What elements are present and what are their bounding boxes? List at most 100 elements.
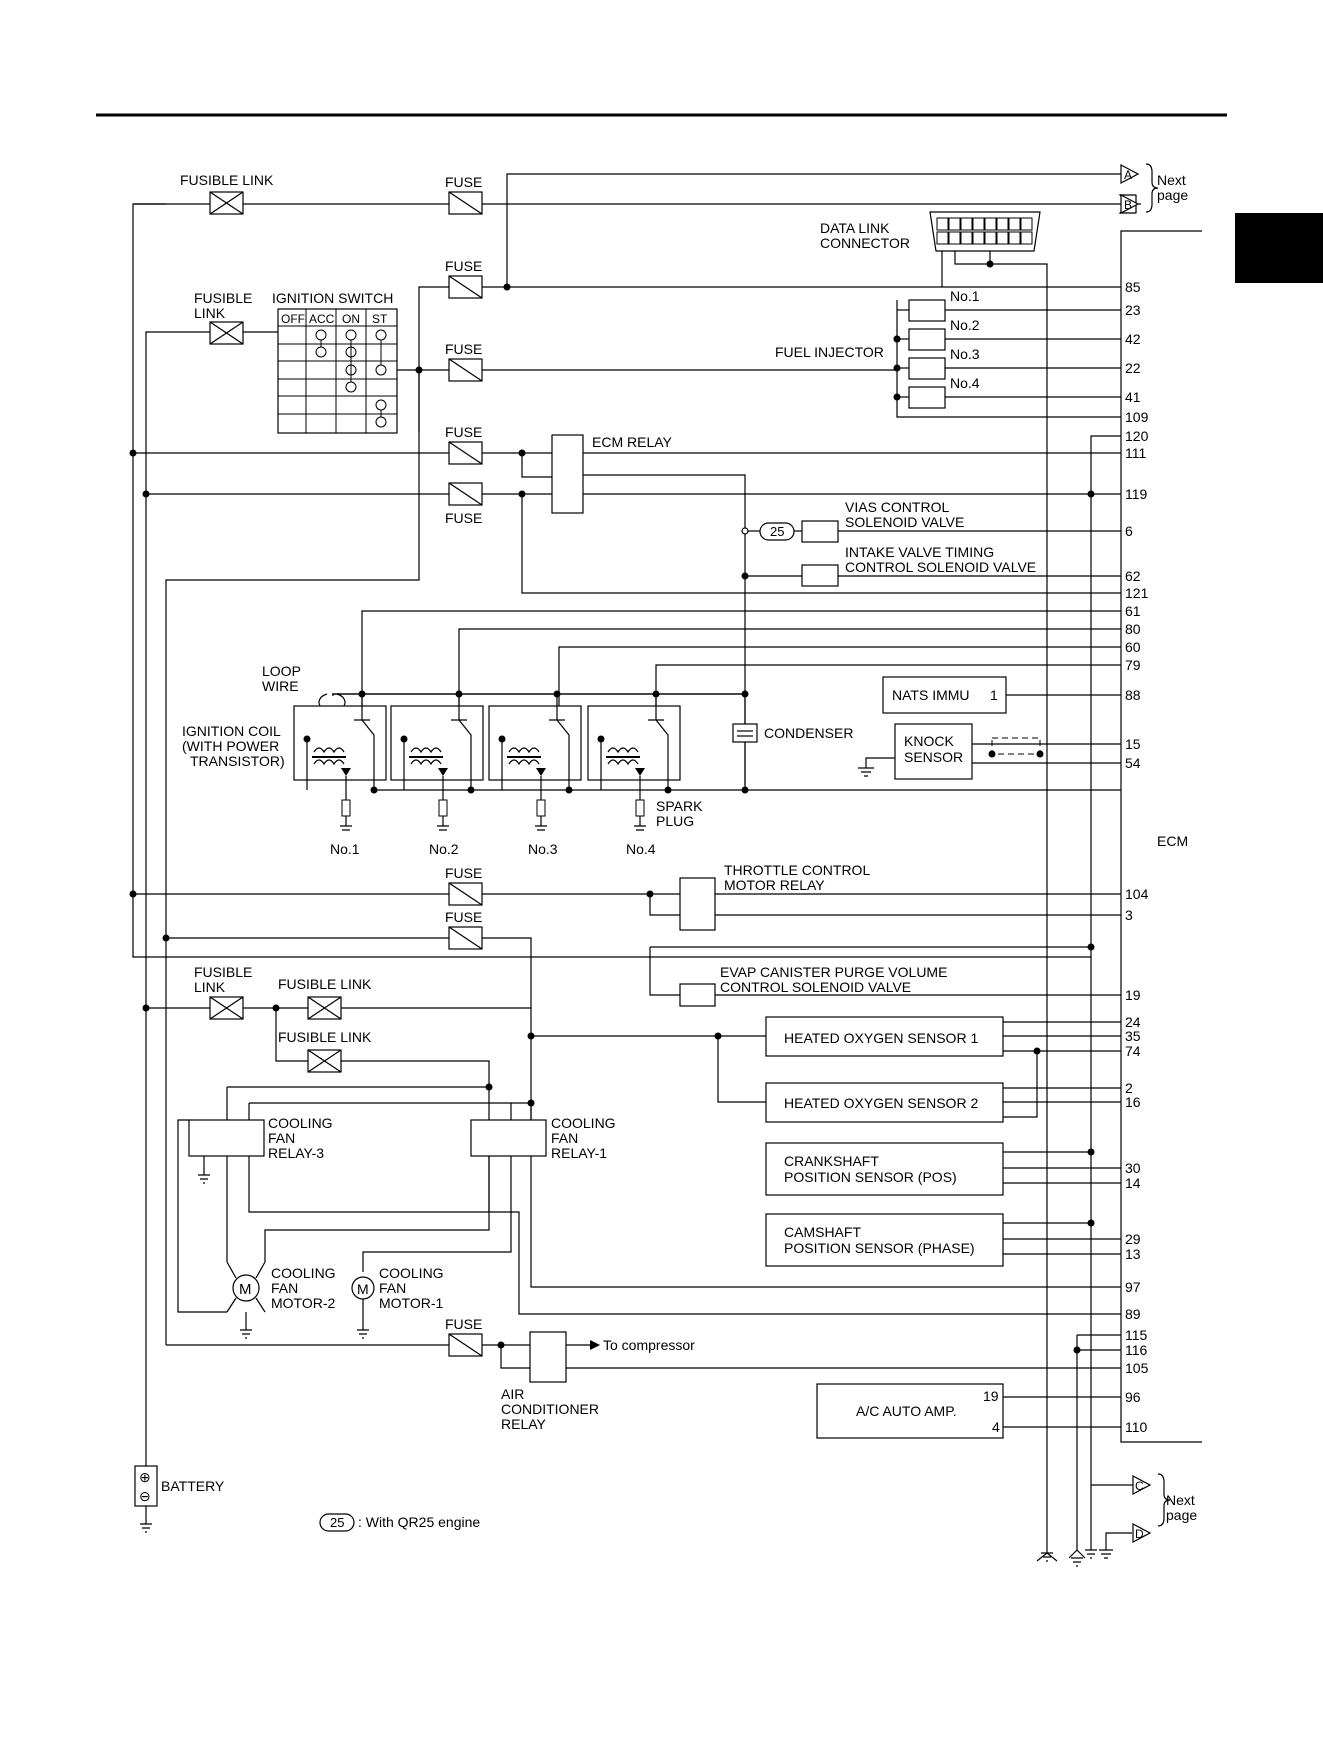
svg-text:PLUG: PLUG xyxy=(656,813,694,829)
svg-text:CONDENSER: CONDENSER xyxy=(764,725,853,741)
svg-text:FAN: FAN xyxy=(271,1280,298,1296)
svg-text:A/C AUTO AMP.: A/C AUTO AMP. xyxy=(856,1403,957,1419)
ignition-coil-1 xyxy=(293,705,387,781)
ecm-pin-54: 54 xyxy=(1125,755,1141,771)
ecm-pin-30: 30 xyxy=(1125,1160,1141,1176)
knock-sensor xyxy=(894,723,973,780)
svg-text:CONNECTOR: CONNECTOR xyxy=(820,235,910,251)
ecm-pin-19: 19 xyxy=(1125,987,1141,1003)
svg-text:FUSIBLE LINK: FUSIBLE LINK xyxy=(278,976,372,992)
svg-text:1: 1 xyxy=(990,687,998,703)
svg-text:FUSE: FUSE xyxy=(445,424,482,440)
svg-text:ECM RELAY: ECM RELAY xyxy=(592,434,673,450)
svg-text:A: A xyxy=(1124,168,1132,182)
svg-text:LINK: LINK xyxy=(194,979,226,995)
ignition-coil-2 xyxy=(390,705,484,781)
svg-text:No.3: No.3 xyxy=(528,841,558,857)
ecm-pin-3: 3 xyxy=(1125,907,1133,923)
svg-text:M: M xyxy=(357,1281,369,1297)
svg-text:CONTROL SOLENOID VALVE: CONTROL SOLENOID VALVE xyxy=(845,559,1036,575)
ecm-pin-13: 13 xyxy=(1125,1246,1141,1262)
ecm-pin-97: 97 xyxy=(1125,1279,1141,1295)
ecm-pin-80: 80 xyxy=(1125,621,1141,637)
svg-text:No.4: No.4 xyxy=(950,375,980,391)
cooling-fan-relay-1 xyxy=(470,1119,547,1157)
svg-text:SOLENOID VALVE: SOLENOID VALVE xyxy=(845,514,964,530)
svg-text:No.2: No.2 xyxy=(950,317,980,333)
ignition-coil-3 xyxy=(488,705,582,781)
svg-text:COOLING: COOLING xyxy=(268,1115,333,1131)
svg-text:AIR: AIR xyxy=(501,1386,524,1402)
svg-text:RELAY-1: RELAY-1 xyxy=(551,1145,607,1161)
cooling-fan-motor-2 xyxy=(232,1274,260,1302)
page-tab xyxy=(1235,213,1323,283)
svg-text:CRANKSHAFT: CRANKSHAFT xyxy=(784,1153,879,1169)
svg-text:THROTTLE CONTROL: THROTTLE CONTROL xyxy=(724,862,870,878)
svg-text:FUSIBLE: FUSIBLE xyxy=(194,290,252,306)
svg-text:No.1: No.1 xyxy=(330,841,360,857)
svg-text:No.3: No.3 xyxy=(950,346,980,362)
svg-text:MOTOR-1: MOTOR-1 xyxy=(379,1295,444,1311)
ecm-pin-42: 42 xyxy=(1125,331,1141,347)
svg-text:To compressor: To compressor xyxy=(603,1337,695,1353)
svg-text:FAN: FAN xyxy=(379,1280,406,1296)
svg-text:MOTOR-2: MOTOR-2 xyxy=(271,1295,336,1311)
svg-text:EVAP CANISTER PURGE VOLUME: EVAP CANISTER PURGE VOLUME xyxy=(720,964,947,980)
svg-text:M: M xyxy=(239,1281,252,1298)
evap-canister-purge-valve xyxy=(679,983,716,1007)
svg-text:FUSE: FUSE xyxy=(445,909,482,925)
fusible-link-main-label: FUSIBLE LINK xyxy=(180,172,274,188)
svg-text:No.2: No.2 xyxy=(429,841,459,857)
heated-oxygen-sensor-1 xyxy=(765,1016,1004,1057)
svg-text:CAMSHAFT: CAMSHAFT xyxy=(784,1224,861,1240)
svg-text:B: B xyxy=(1124,198,1132,212)
svg-text:WIRE: WIRE xyxy=(262,678,299,694)
svg-text:25: 25 xyxy=(770,524,784,539)
svg-text:OFF: OFF xyxy=(281,312,305,326)
svg-text:LOOP: LOOP xyxy=(262,663,301,679)
svg-text:MOTOR RELAY: MOTOR RELAY xyxy=(724,877,825,893)
svg-text:page: page xyxy=(1157,187,1188,203)
ecm-pin-23: 23 xyxy=(1125,302,1141,318)
ecm-pin-16: 16 xyxy=(1125,1094,1141,1110)
condenser xyxy=(732,723,758,743)
svg-text:(WITH POWER: (WITH POWER xyxy=(182,738,279,754)
svg-text:COOLING: COOLING xyxy=(379,1265,444,1281)
fuel-injector-4 xyxy=(908,386,946,409)
ecm-pin-88: 88 xyxy=(1125,687,1141,703)
legend-badge xyxy=(319,1513,355,1532)
svg-text:RELAY: RELAY xyxy=(501,1416,547,1432)
svg-text:NATS IMMU: NATS IMMU xyxy=(892,687,970,703)
svg-text:CONDITIONER: CONDITIONER xyxy=(501,1401,599,1417)
svg-text:⊖: ⊖ xyxy=(139,1488,151,1504)
svg-text:FUEL INJECTOR: FUEL INJECTOR xyxy=(775,344,884,360)
ecm-pin-35: 35 xyxy=(1125,1028,1141,1044)
svg-text:ON: ON xyxy=(342,312,360,326)
ecm-pin-6: 6 xyxy=(1125,523,1133,539)
svg-text:IGNITION SWITCH: IGNITION SWITCH xyxy=(272,290,393,306)
svg-text:KNOCK: KNOCK xyxy=(904,733,954,749)
svg-text:COOLING: COOLING xyxy=(551,1115,616,1131)
ecm-pin-60: 60 xyxy=(1125,639,1141,655)
fuel-injector-1 xyxy=(908,299,946,322)
ecm-pin-24: 24 xyxy=(1125,1014,1141,1030)
svg-text:FUSE: FUSE xyxy=(445,258,482,274)
ecm-pin-119: 119 xyxy=(1125,486,1148,502)
svg-text:No.4: No.4 xyxy=(626,841,656,857)
svg-text:D: D xyxy=(1135,1527,1144,1541)
svg-text:FUSE: FUSE xyxy=(445,341,482,357)
svg-text:SENSOR: SENSOR xyxy=(904,749,963,765)
svg-text:FUSIBLE LINK: FUSIBLE LINK xyxy=(278,1029,372,1045)
svg-text:No.1: No.1 xyxy=(950,288,980,304)
svg-text:DATA LINK: DATA LINK xyxy=(820,220,890,236)
svg-text:ACC: ACC xyxy=(309,312,335,326)
svg-text:⊕: ⊕ xyxy=(139,1469,151,1485)
ecm-pin-41: 41 xyxy=(1125,389,1141,405)
ecm-pin-74: 74 xyxy=(1125,1043,1141,1059)
ecm-pin-96: 96 xyxy=(1125,1389,1141,1405)
svg-text:INTAKE VALVE TIMING: INTAKE VALVE TIMING xyxy=(845,544,994,560)
legend-text: : With QR25 engine xyxy=(358,1514,480,1530)
ecm-pin-115: 115 xyxy=(1125,1327,1148,1343)
svg-text:TRANSISTOR): TRANSISTOR) xyxy=(190,753,285,769)
throttle-control-motor-relay xyxy=(679,877,716,931)
